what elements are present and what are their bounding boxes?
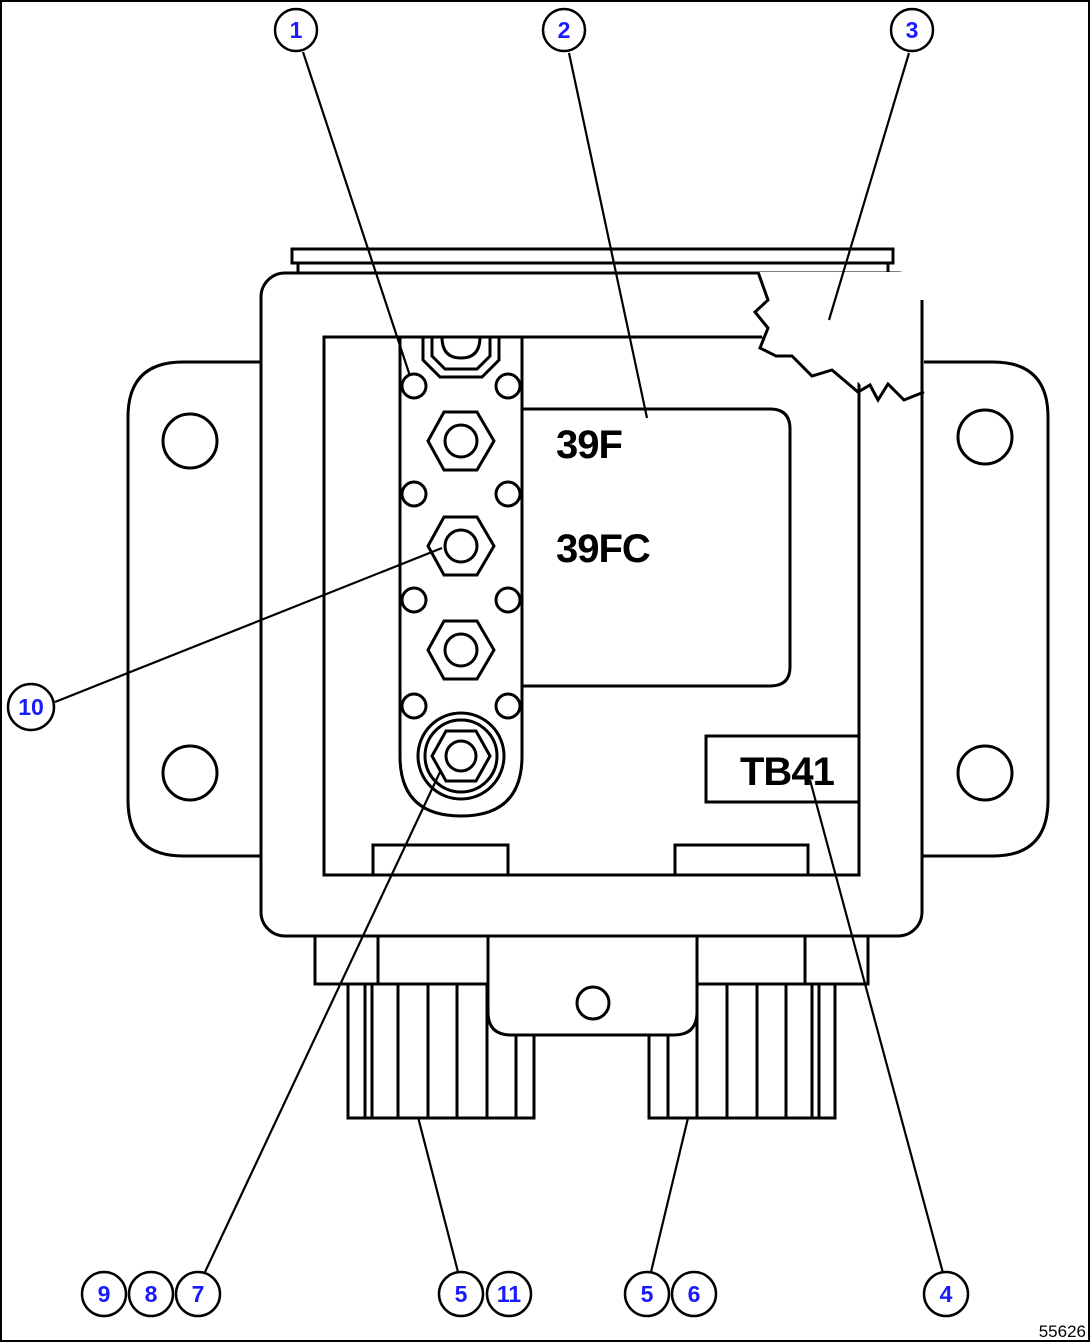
callout-2: 2 bbox=[541, 7, 587, 53]
svg-text:5: 5 bbox=[455, 1281, 468, 1307]
ground-stud-icon bbox=[416, 711, 506, 801]
leader-lines bbox=[54, 51, 945, 1274]
hex-screw-top-icon bbox=[421, 335, 501, 379]
callout-5a: 5 bbox=[437, 1270, 485, 1318]
svg-text:3: 3 bbox=[906, 17, 919, 43]
mounting-hole-icon bbox=[956, 744, 1014, 802]
callout-9: 9 bbox=[80, 1270, 128, 1318]
wire-label-39fc: 39FC bbox=[556, 527, 650, 571]
label-card bbox=[520, 407, 792, 688]
terminal-block-label: TB41 bbox=[740, 750, 835, 794]
callout-7: 7 bbox=[174, 1270, 222, 1318]
svg-text:5: 5 bbox=[641, 1281, 654, 1307]
svg-text:10: 10 bbox=[18, 694, 44, 720]
callout-5b: 5 bbox=[623, 1270, 671, 1318]
svg-text:4: 4 bbox=[940, 1281, 953, 1307]
lid-top bbox=[290, 247, 895, 275]
hex-nut-icon bbox=[426, 515, 496, 577]
connector-left bbox=[346, 982, 536, 1120]
callout-4: 4 bbox=[922, 1270, 970, 1318]
mounting-hole-icon bbox=[161, 412, 219, 470]
callout-11: 11 bbox=[485, 1270, 533, 1318]
center-bracket bbox=[486, 934, 699, 1037]
svg-text:2: 2 bbox=[558, 17, 571, 43]
svg-text:11: 11 bbox=[497, 1281, 522, 1307]
enclosure-cutaway-panel bbox=[322, 335, 861, 877]
wire-label-39f: 39F bbox=[556, 423, 622, 467]
mounting-hole-icon bbox=[161, 744, 219, 802]
callout-8: 8 bbox=[127, 1270, 175, 1318]
svg-text:7: 7 bbox=[192, 1281, 205, 1307]
callout-1: 1 bbox=[273, 7, 319, 53]
bracket-hole-icon bbox=[575, 985, 611, 1021]
svg-text:8: 8 bbox=[145, 1281, 158, 1307]
svg-text:1: 1 bbox=[290, 17, 303, 43]
terminal-block-tag bbox=[704, 734, 861, 804]
panel-tab-right bbox=[673, 843, 810, 877]
panel-tab-left bbox=[371, 843, 510, 877]
figure-number: 55626 bbox=[1039, 1322, 1086, 1341]
mounting-flange-left bbox=[126, 360, 264, 858]
hex-nut-icon bbox=[426, 619, 496, 681]
callout-6: 6 bbox=[670, 1270, 718, 1318]
mounting-flange-right bbox=[918, 360, 1050, 858]
cutaway-break-line bbox=[752, 271, 925, 403]
svg-text:6: 6 bbox=[688, 1281, 701, 1307]
svg-text:9: 9 bbox=[98, 1281, 111, 1307]
callout-3: 3 bbox=[889, 7, 935, 53]
hex-nut-icon bbox=[426, 410, 496, 472]
callout-10: 10 bbox=[6, 682, 56, 732]
mounting-hole-icon bbox=[956, 408, 1014, 466]
